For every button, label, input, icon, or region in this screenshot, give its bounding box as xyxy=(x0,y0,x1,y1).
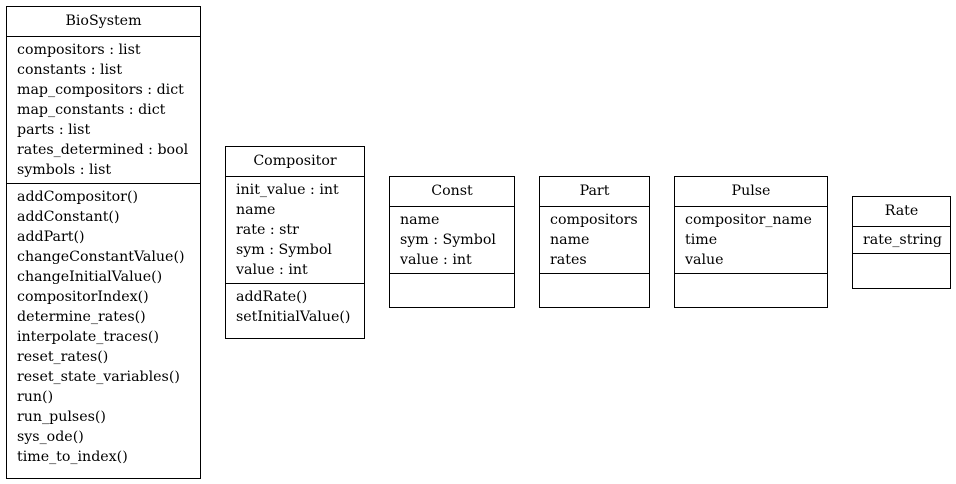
attribute-item: value : int xyxy=(400,252,472,268)
class-name: Rate xyxy=(853,197,950,227)
methods-section xyxy=(675,274,827,280)
method-item: time_to_index() xyxy=(17,449,128,465)
methods-section xyxy=(853,254,950,260)
method-item: addPart() xyxy=(17,229,85,245)
method-item: changeConstantValue() xyxy=(17,249,185,265)
class-name: BioSystem xyxy=(7,7,200,37)
class-name: Const xyxy=(390,177,514,207)
method-item: interpolate_traces() xyxy=(17,329,159,345)
attribute-item: compositors : list xyxy=(17,42,141,58)
attribute-item: rate : str xyxy=(236,222,299,238)
method-item: sys_ode() xyxy=(17,429,84,445)
class-box-compositor: Compositor init_value : int name rate : str… xyxy=(225,146,365,339)
attribute-item: rates xyxy=(550,252,587,268)
method-item: run() xyxy=(17,389,54,405)
attribute-item: constants : list xyxy=(17,62,123,78)
attribute-item: parts : list xyxy=(17,122,91,138)
attribute-item: map_compositors : dict xyxy=(17,82,184,98)
attribute-item: time xyxy=(685,232,718,248)
attributes-section: rate_string xyxy=(853,227,950,254)
method-item: addConstant() xyxy=(17,209,120,225)
class-name: Pulse xyxy=(675,177,827,207)
methods-section: addRate() setInitialValue() xyxy=(226,284,364,330)
method-item: addRate() xyxy=(236,289,308,305)
method-item: reset_state_variables() xyxy=(17,369,180,385)
class-box-biosystem: BioSystem compositors : list constants : l… xyxy=(6,6,201,479)
attribute-item: rates_determined : bool xyxy=(17,142,189,158)
class-name: Part xyxy=(540,177,649,207)
method-item: run_pulses() xyxy=(17,409,106,425)
methods-section xyxy=(390,274,514,280)
attribute-item: value : int xyxy=(236,262,308,278)
attributes-section: name sym : Symbol value : int xyxy=(390,207,514,274)
methods-section: addCompositor() addConstant() addPart() cha… xyxy=(7,184,200,470)
method-item: changeInitialValue() xyxy=(17,269,163,285)
methods-section xyxy=(540,274,649,280)
attribute-item: compositors xyxy=(550,212,638,228)
attribute-item: map_constants : dict xyxy=(17,102,166,118)
method-item: determine_rates() xyxy=(17,309,146,325)
method-item: setInitialValue() xyxy=(236,309,351,325)
attribute-item: symbols : list xyxy=(17,162,112,178)
class-name: Compositor xyxy=(226,147,364,177)
attribute-item: compositor_name xyxy=(685,212,812,228)
class-box-rate: Rate rate_string xyxy=(852,196,951,289)
method-item: compositorIndex() xyxy=(17,289,149,305)
class-box-part: Part compositors name rates xyxy=(539,176,650,308)
attribute-item: sym : Symbol xyxy=(400,232,496,248)
class-box-const: Const name sym : Symbol value : int xyxy=(389,176,515,308)
method-item: reset_rates() xyxy=(17,349,109,365)
attribute-item: rate_string xyxy=(863,232,942,248)
attribute-item: init_value : int xyxy=(236,182,339,198)
attribute-item: value xyxy=(685,252,724,268)
attributes-section: init_value : int name rate : str sym : Symb… xyxy=(226,177,364,284)
attributes-section: compositors name rates xyxy=(540,207,649,274)
attribute-item: name xyxy=(236,202,276,218)
method-item: addCompositor() xyxy=(17,189,139,205)
attributes-section: compositors : list constants : list map_co… xyxy=(7,37,200,184)
attribute-item: sym : Symbol xyxy=(236,242,332,258)
attribute-item: name xyxy=(400,212,440,228)
attribute-item: name xyxy=(550,232,590,248)
